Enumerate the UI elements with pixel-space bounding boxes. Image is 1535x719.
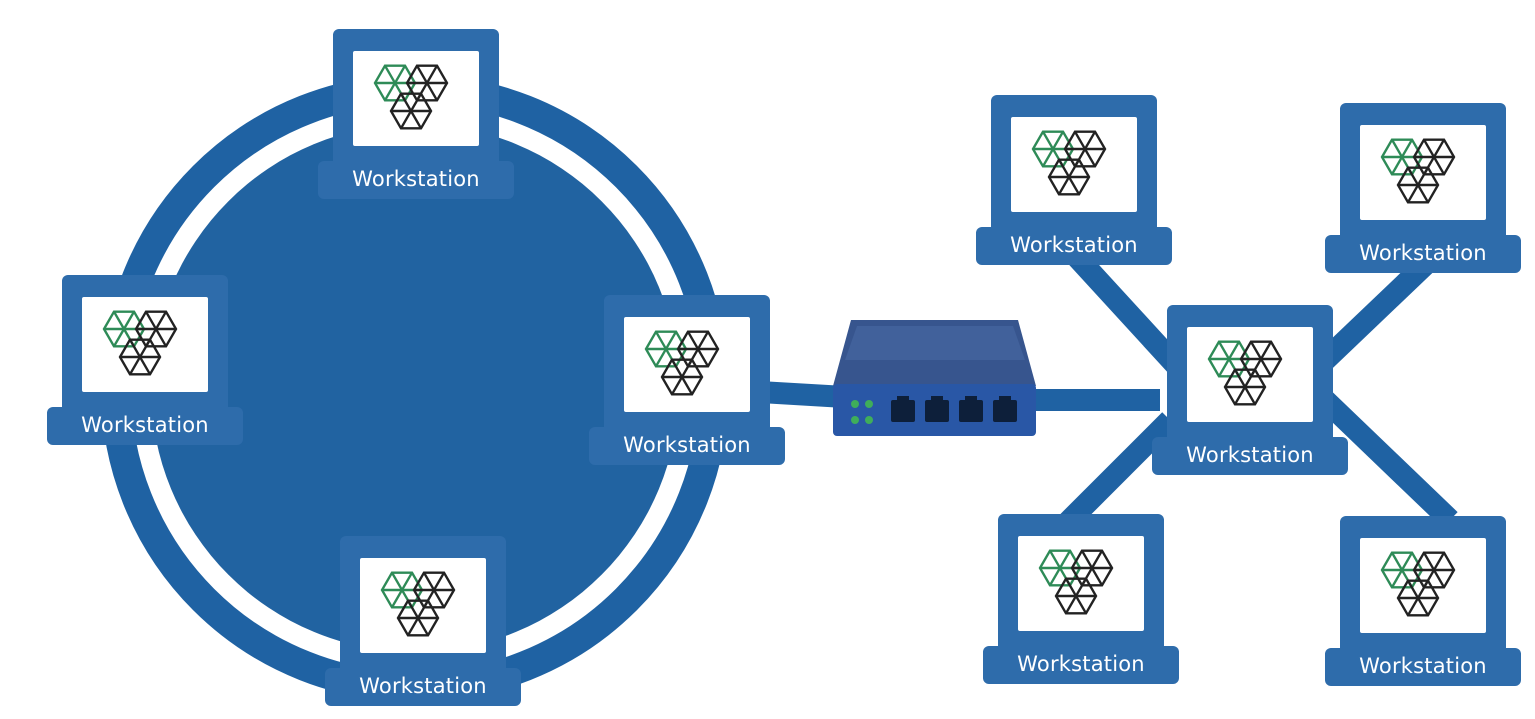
laptop-icon [998, 514, 1164, 654]
laptop-icon [991, 95, 1157, 235]
laptop-screen [1011, 117, 1137, 212]
logo-hexagon [1412, 551, 1456, 589]
switch-led [865, 400, 873, 408]
logo-hexagon [134, 310, 178, 348]
laptop-base [1325, 648, 1521, 686]
logo-hexagon [396, 599, 440, 637]
network-switch-icon [833, 320, 1036, 438]
laptop-icon [62, 275, 228, 415]
switch-top-highlight [845, 326, 1025, 360]
laptop-screen [1360, 538, 1486, 633]
workstation-label: Workstation [1359, 654, 1487, 678]
laptop-icon [604, 295, 770, 435]
hexagon-cluster-logo-icon [1031, 130, 1107, 196]
logo-hexagon [1239, 340, 1283, 378]
workstation-label: Workstation [1359, 241, 1487, 265]
laptop-screen [624, 317, 750, 412]
hexagon-cluster-logo-icon [373, 64, 449, 130]
logo-hexagon [1396, 166, 1440, 204]
laptop-base [1325, 235, 1521, 273]
hexagon-cluster-logo-icon [380, 571, 456, 637]
hexagon-cluster-logo-icon [1038, 549, 1114, 615]
workstation-star-hub: Workstation [1152, 305, 1348, 475]
workstation-ring-bottom: Workstation [325, 536, 521, 706]
workstation-label: Workstation [1186, 443, 1314, 467]
logo-hexagon [405, 64, 449, 102]
ethernet-port-icon [891, 396, 915, 422]
workstation-label: Workstation [623, 433, 751, 457]
laptop-base [318, 161, 514, 199]
workstation-star-top-right: Workstation [1325, 103, 1521, 273]
laptop-base [325, 668, 521, 706]
workstation-star-bottom-left: Workstation [983, 514, 1179, 684]
laptop-base [589, 427, 785, 465]
laptop-screen [360, 558, 486, 653]
workstation-label: Workstation [352, 167, 480, 191]
workstation-star-top-left: Workstation [976, 95, 1172, 265]
laptop-icon [340, 536, 506, 676]
logo-hexagon [1047, 158, 1091, 196]
ring-area [151, 124, 679, 652]
laptop-screen [1187, 327, 1313, 422]
workstation-star-bottom-right: Workstation [1325, 516, 1521, 686]
laptop-icon [1167, 305, 1333, 445]
workstation-label: Workstation [359, 674, 487, 698]
workstation-ring-top: Workstation [318, 29, 514, 199]
logo-hexagon [1063, 130, 1107, 168]
logo-hexagon [1070, 549, 1114, 587]
workstation-label: Workstation [1010, 233, 1138, 257]
ethernet-port-icon [959, 396, 983, 422]
logo-hexagon [1054, 577, 1098, 615]
hexagon-cluster-logo-icon [1380, 138, 1456, 204]
logo-hexagon [1396, 579, 1440, 617]
link-star-top-right [1312, 252, 1438, 373]
logo-hexagon [389, 92, 433, 130]
hexagon-cluster-logo-icon [644, 330, 720, 396]
switch-led [851, 400, 859, 408]
laptop-screen [82, 297, 208, 392]
link-star-top-left [1066, 247, 1194, 383]
logo-hexagon [676, 330, 720, 368]
laptop-screen [1018, 536, 1144, 631]
switch-led [851, 416, 859, 424]
logo-hexagon [412, 571, 456, 609]
logo-hexagon [1223, 368, 1267, 406]
laptop-base [983, 646, 1179, 684]
laptop-icon [1340, 103, 1506, 243]
laptop-base [1152, 437, 1348, 475]
hexagon-cluster-logo-icon [1380, 551, 1456, 617]
logo-hexagon [660, 358, 704, 396]
laptop-icon [1340, 516, 1506, 656]
switch-led [865, 416, 873, 424]
laptop-icon [333, 29, 499, 169]
ethernet-port-icon [925, 396, 949, 422]
workstation-label: Workstation [1017, 652, 1145, 676]
ethernet-port-icon [993, 396, 1017, 422]
laptop-base [47, 407, 243, 445]
hexagon-cluster-logo-icon [102, 310, 178, 376]
workstation-ring-right: Workstation [589, 295, 785, 465]
link-star-bottom-right [1317, 392, 1458, 528]
link-ring-to-switch [759, 381, 846, 408]
workstation-label: Workstation [81, 413, 209, 437]
hexagon-cluster-logo-icon [1207, 340, 1283, 406]
laptop-screen [1360, 125, 1486, 220]
laptop-base [976, 227, 1172, 265]
laptop-screen [353, 51, 479, 146]
link-star-bottom-left [1057, 412, 1178, 533]
logo-hexagon [118, 338, 162, 376]
logo-hexagon [1412, 138, 1456, 176]
workstation-ring-left: Workstation [47, 275, 243, 445]
